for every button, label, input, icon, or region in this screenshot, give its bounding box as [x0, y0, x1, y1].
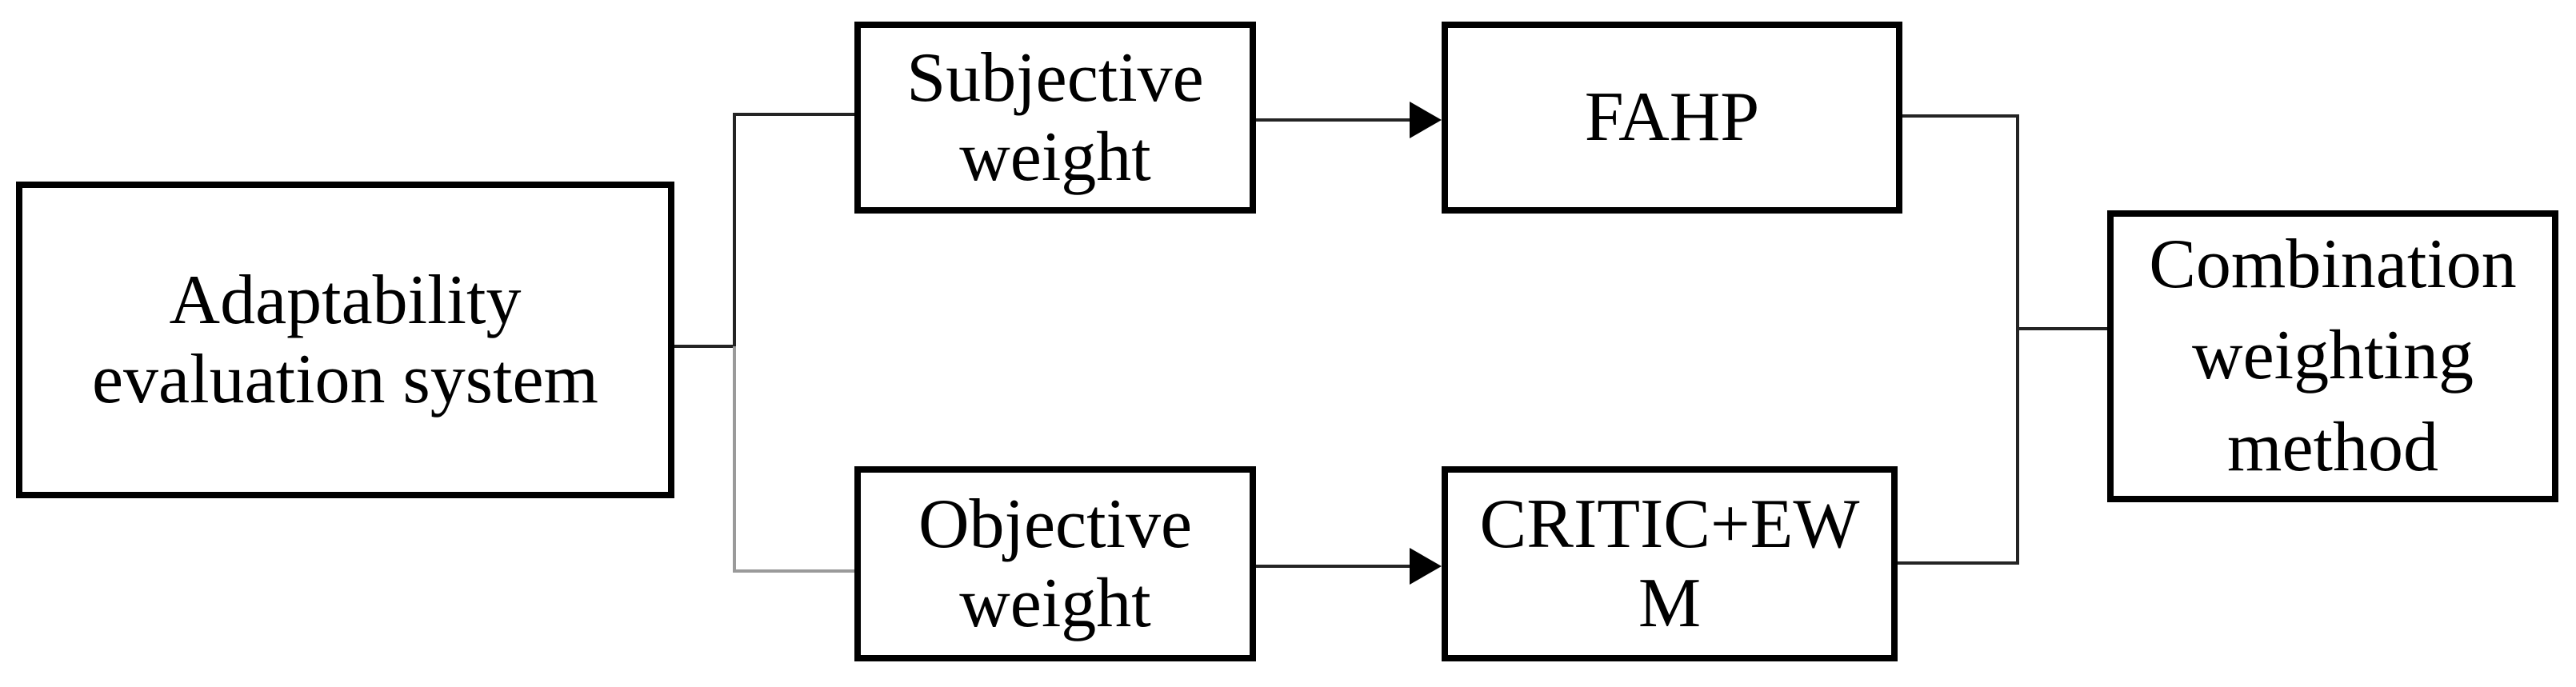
- node-label-line: weight: [959, 118, 1151, 196]
- node-label-line: CRITIC+EW: [1479, 485, 1860, 563]
- arrowhead-right-icon: [1410, 102, 1442, 138]
- node-label-line: Combination: [2149, 225, 2517, 303]
- node-critic-ewm: CRITIC+EW M: [1442, 466, 1898, 661]
- connector-merge-to-combination: [2016, 327, 2107, 330]
- connector-adaptability-to-branch: [674, 345, 736, 348]
- node-label-line: method: [2227, 408, 2438, 486]
- connector-branch-to-subjective: [733, 113, 854, 116]
- node-combination-weighting-method: Combination weighting method: [2107, 210, 2558, 502]
- node-label-line: Subjective: [906, 38, 1204, 117]
- node-label-line: weight: [959, 565, 1151, 642]
- arrow-subjective-to-fahp: [1256, 118, 1414, 122]
- arrow-objective-to-critic: [1256, 565, 1414, 568]
- node-label-line: Adaptability: [169, 261, 522, 339]
- node-fahp: FAHP: [1442, 22, 1902, 214]
- node-subjective-weight: Subjective weight: [854, 22, 1256, 214]
- node-objective-weight: Objective weight: [854, 466, 1256, 661]
- connector-critic-to-merge: [1898, 561, 2019, 565]
- node-adaptability-evaluation-system: Adaptability evaluation system: [16, 182, 674, 498]
- connector-branch-to-objective: [733, 569, 854, 573]
- node-label-line: Objective: [918, 485, 1193, 563]
- node-label-line: weighting: [2192, 317, 2474, 395]
- connector-merge-vertical: [2016, 114, 2019, 565]
- node-label-line: evaluation system: [92, 341, 598, 418]
- node-label-line: M: [1638, 565, 1702, 642]
- arrowhead-right-icon: [1410, 548, 1442, 585]
- connector-fahp-to-merge: [1902, 114, 2019, 118]
- node-label-line: FAHP: [1584, 78, 1760, 157]
- connector-branch-vertical-upper: [733, 113, 736, 346]
- connector-branch-vertical-lower: [733, 346, 736, 573]
